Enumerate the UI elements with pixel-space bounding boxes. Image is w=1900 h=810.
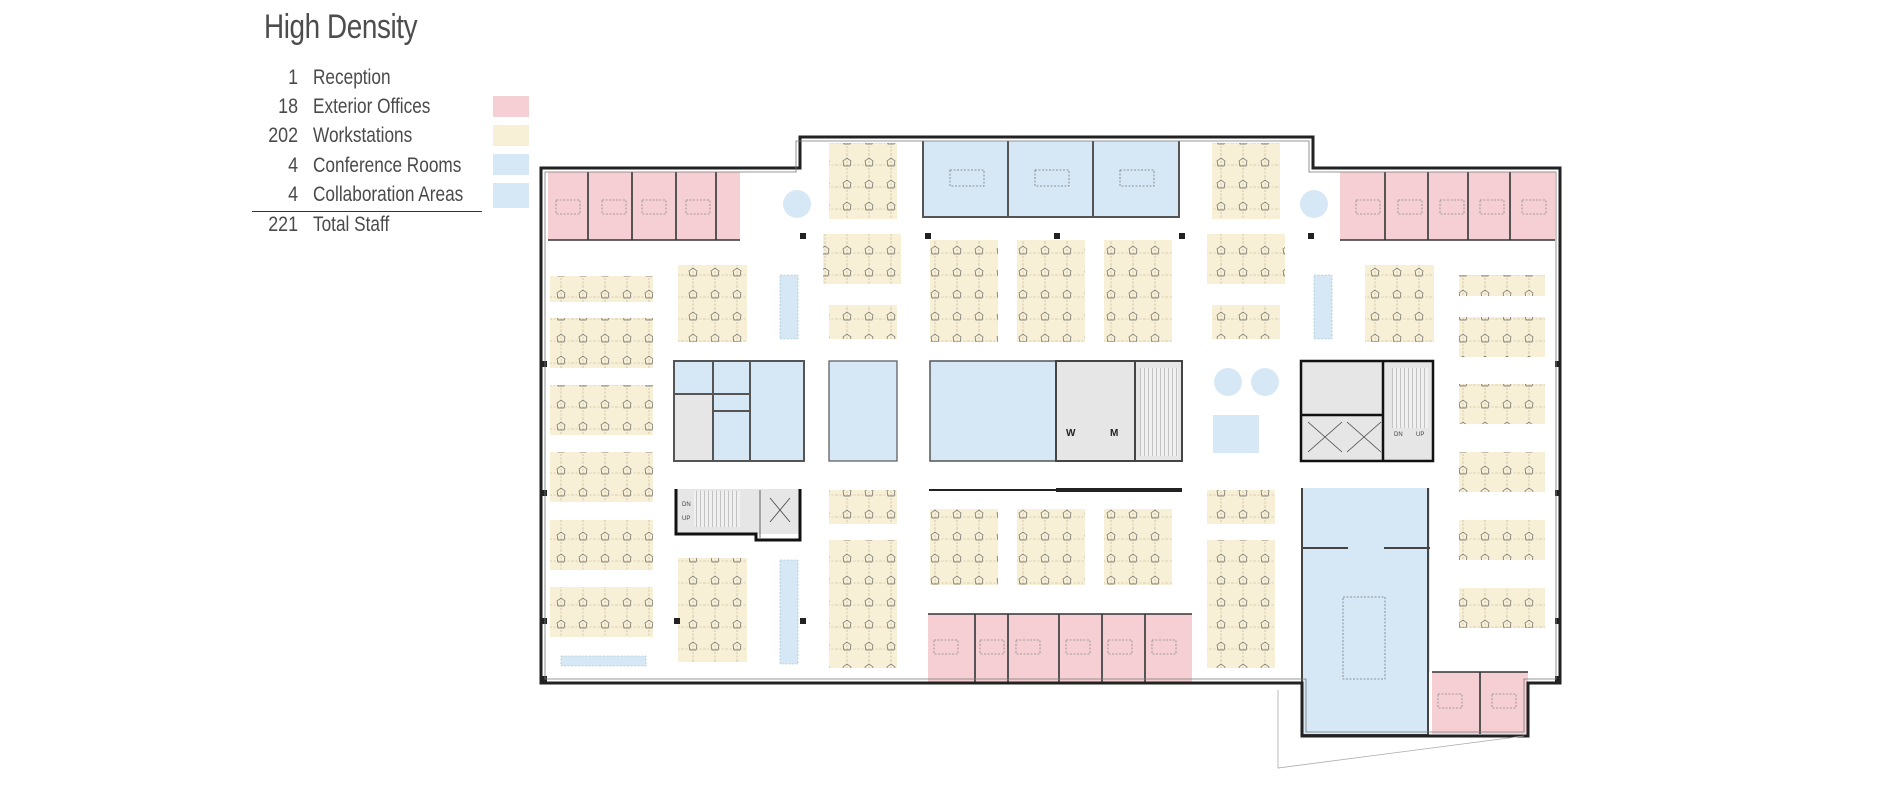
plan-title: High Density xyxy=(264,8,418,46)
restroom-women-label: W xyxy=(1066,428,1076,439)
building-core: W M DN UP DN UP xyxy=(674,359,1435,542)
legend-row-workstations: 202 Workstations xyxy=(250,124,540,153)
swatch-collaboration-areas xyxy=(493,183,529,208)
exterior-offices xyxy=(548,172,1555,734)
conference-rooms xyxy=(560,141,1430,736)
building-outline xyxy=(539,135,1562,738)
legend-label: Reception xyxy=(313,66,391,89)
legend-total-count: 221 xyxy=(268,213,298,236)
stair-down-label: DN xyxy=(682,502,691,508)
legend-row-collaboration-areas: 4 Collaboration Areas xyxy=(250,183,540,212)
legend-label: Workstations xyxy=(313,124,413,147)
legend-row-conference-rooms: 4 Conference Rooms xyxy=(250,154,540,183)
legend-divider xyxy=(252,211,482,212)
legend-count: 1 xyxy=(288,66,298,89)
legend-label: Exterior Offices xyxy=(313,95,431,118)
restroom-men-label: M xyxy=(1110,428,1118,439)
legend-count: 18 xyxy=(278,95,298,118)
swatch-workstations xyxy=(493,125,529,146)
legend-count: 202 xyxy=(268,124,298,147)
structural-columns xyxy=(541,233,1561,682)
legend-count: 4 xyxy=(288,183,298,206)
swatch-exterior-offices xyxy=(493,96,529,117)
legend-label: Conference Rooms xyxy=(313,154,462,177)
entry-canopy-line xyxy=(1277,690,1525,769)
workstation-clusters xyxy=(550,143,1545,668)
legend-row-reception: 1 Reception xyxy=(250,66,540,95)
stair-up-label-east: UP xyxy=(1416,432,1424,438)
legend-row-total: 221 Total Staff xyxy=(250,213,540,242)
swatch-conference-rooms xyxy=(493,154,529,175)
stair-up-label: UP xyxy=(682,516,690,522)
legend-total-label: Total Staff xyxy=(313,213,390,236)
legend-count: 4 xyxy=(288,154,298,177)
legend-label: Collaboration Areas xyxy=(313,183,464,206)
stair-down-label-east: DN xyxy=(1394,432,1403,438)
